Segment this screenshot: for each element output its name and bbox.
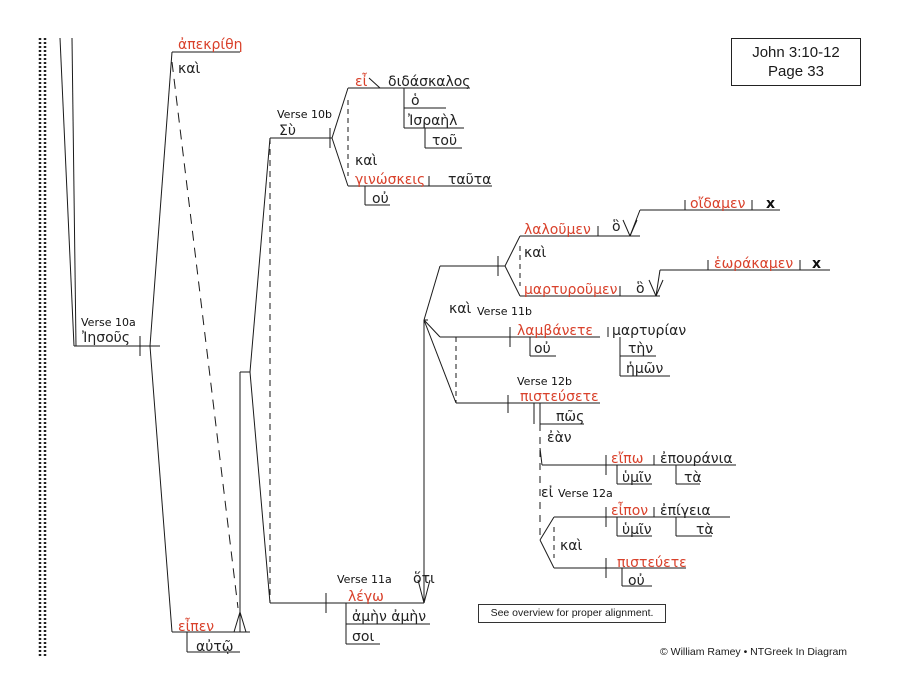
word-hoti: ὅτι [413,571,435,587]
word-eipo: εἴπω [611,451,644,467]
passage-reference: John 3:10-12 [752,44,840,61]
word-eipen: εἶπεν [178,619,215,635]
word-ginoskeis: γινώσκεις [355,172,426,188]
verse-label-10b: Verse 10b [277,108,332,121]
word-epourania: ἐπουράνια [660,451,733,467]
word-didaskalos: διδάσκαλος [388,74,471,90]
page-number: Page 33 [768,63,824,80]
word-kai-2: καὶ [355,153,378,169]
word-eipon: εἶπον [611,503,649,519]
word-kai-5: καὶ [560,538,583,554]
word-pisteusete: πιστεύσετε [520,389,599,405]
word-apekrithe: ἀπεκρίθη [178,37,243,53]
word-hemon: ἡμῶν [626,361,664,377]
verse-label-11a: Verse 11a [337,573,392,586]
word-tauta: ταῦτα [448,172,492,188]
word-ho-3: ὃ [636,281,645,297]
word-tou: τοῦ [432,133,458,149]
word-x-2: x [812,256,822,272]
word-lambanete: λαμβάνετε [517,323,593,339]
word-ta-1: τὰ [684,470,702,486]
alignment-note: See overview for proper alignment. [478,604,666,623]
word-ei-1: εἶ [355,74,368,90]
word-ho-1: ὁ [411,93,420,109]
word-oidamen: οἴδαμεν [690,196,746,212]
word-pisteuete: πιστεύετε [617,555,687,571]
verse-label-11b: Verse 11b [477,305,532,318]
verse-label-10a: Verse 10a [81,316,136,329]
word-heorakamen: ἑωράκαμεν [714,256,794,272]
word-hymin-2: ὑμῖν [622,522,652,538]
word-epigeia: ἐπίγεια [660,503,711,519]
word-lego: λέγω [348,589,384,605]
word-ou-3: οὐ [628,573,645,589]
word-auto: αὐτῷ [196,639,234,655]
verse-label-12a: Verse 12a [558,487,613,500]
word-su: Σὺ [279,123,296,139]
word-ten: τὴν [628,341,654,357]
word-israel: Ἰσραὴλ [408,113,458,129]
word-kai-4: καὶ [449,301,472,317]
word-martyrumen: μαρτυροῦμεν [524,282,618,298]
word-pos: πῶς [556,409,585,425]
verse-label-12b: Verse 12b [517,375,572,388]
word-ta-2: τὰ [696,522,714,538]
copyright-text: © William Ramey • NTGreek In Diagram [660,646,848,658]
word-iesous: Ἰησοῦς [82,330,130,346]
word-ou-1: οὐ [372,191,389,207]
word-kai-3: καὶ [524,245,547,261]
word-ean: ἐὰν [547,430,572,446]
page-header: John 3:10-12 Page 33 [731,38,861,86]
word-ei-2: εἰ [541,485,554,501]
word-martyrian: μαρτυρίαν [612,323,687,339]
word-hymin-1: ὑμῖν [622,470,652,486]
word-lalumen: λαλοῦμεν [524,222,591,238]
word-ho-2: ὃ [612,219,621,235]
word-ou-2: οὐ [534,341,551,357]
word-x-1: x [766,196,776,212]
word-soi: σοι [352,629,375,645]
word-kai-1: καὶ [178,61,201,77]
word-amen: ἀμὴν ἀμὴν [352,609,427,625]
